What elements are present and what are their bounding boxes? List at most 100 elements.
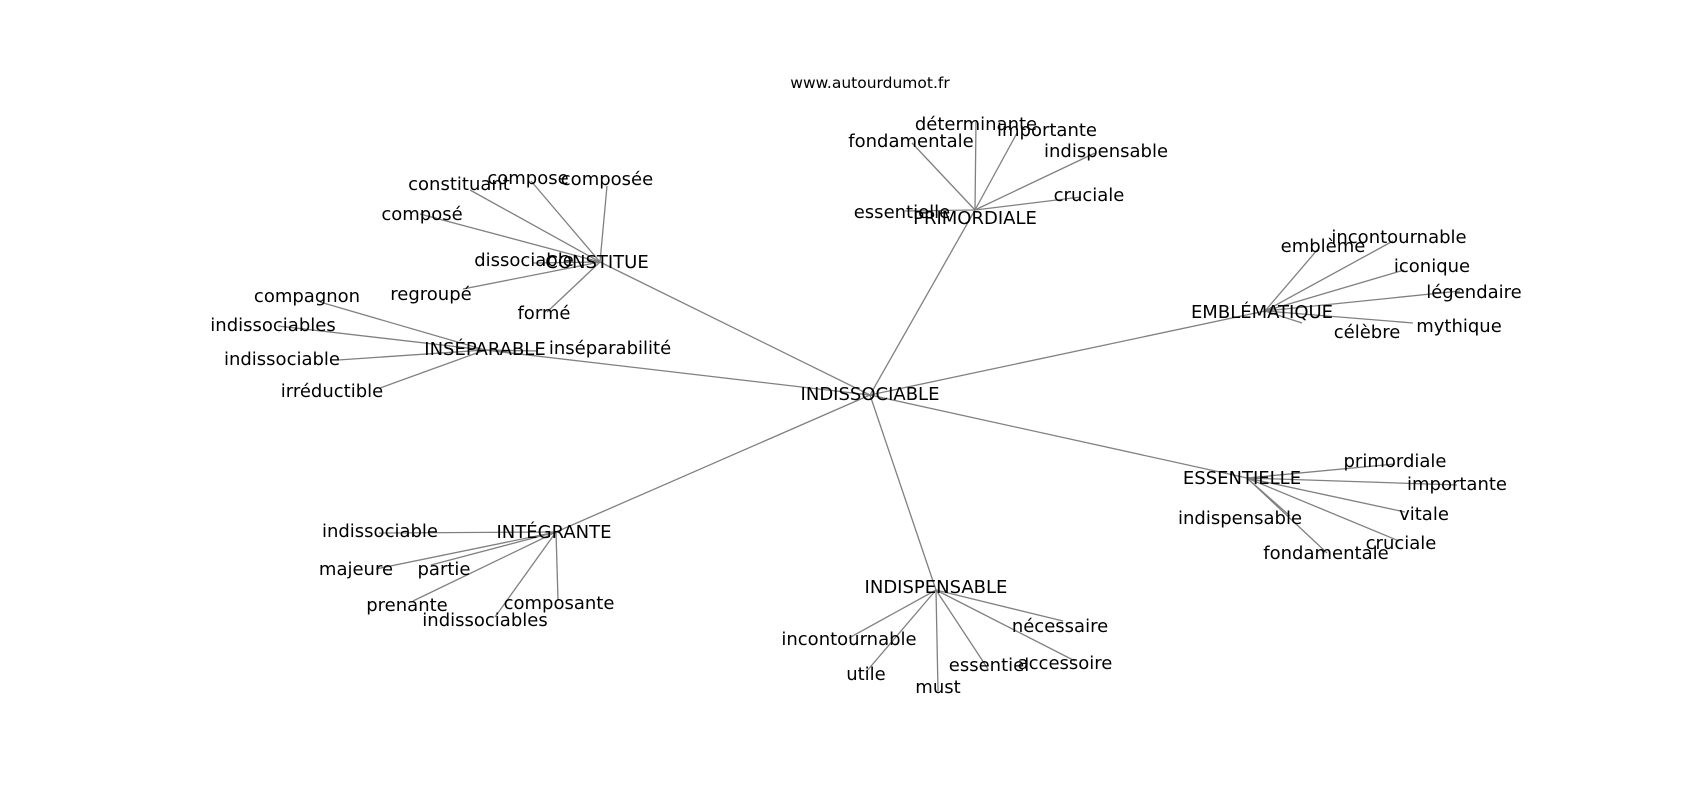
edge-constitue-regroupe (462, 261, 601, 290)
edge-center-constitue (599, 261, 871, 396)
edge-center-inseparable (484, 349, 871, 396)
cluster-node-label-emblematique[interactable]: EMBLÉMATIQUE (1191, 301, 1333, 323)
node-label-integrante-indissociables[interactable]: indissociables (422, 610, 547, 631)
edge-integrante-partie (430, 531, 557, 566)
cluster-node-label-integrante[interactable]: INTÉGRANTE (496, 521, 611, 543)
node-label-inseparable-irreductible[interactable]: irréductible (281, 381, 383, 402)
node-label-indispensable-incontournable[interactable]: incontournable (781, 629, 916, 650)
node-label-indispensable-essentiel[interactable]: essentiel (949, 655, 1029, 676)
node-label-indispensable-must[interactable]: must (915, 677, 960, 698)
node-label-inseparable-indissociables[interactable]: indissociables (210, 315, 335, 336)
edge-primordiale-determinante (974, 121, 977, 211)
edge-essentielle-cruciale (1246, 477, 1400, 542)
edge-integrante-prenante (412, 531, 557, 602)
node-label-constitue-dissociable[interactable]: dissociable (474, 250, 574, 271)
cluster-node-label-primordiale[interactable]: PRIMORDIALE (913, 208, 1037, 229)
edge-primordiale-fondamentale (911, 142, 976, 211)
edge-constitue-composee (599, 185, 608, 263)
edge-inseparable-compagnon (319, 301, 486, 351)
edge-indispensable-essentiel (935, 589, 989, 670)
node-label-essentielle-fondamentale[interactable]: fondamentale (1263, 543, 1388, 564)
node-label-essentielle-indispensable[interactable]: indispensable (1178, 508, 1302, 529)
edge-integrante-indissociables (494, 531, 557, 618)
node-label-primordiale-cruciale[interactable]: cruciale (1054, 185, 1125, 206)
edge-inseparable-indissociables (277, 325, 486, 351)
cluster-node-label-essentielle[interactable]: ESSENTIELLE (1183, 468, 1301, 489)
edge-primordiale-indispensable (974, 152, 1096, 211)
edge-indispensable-utile (865, 589, 937, 673)
labels-layer: www.autourdumot.fr INDISSOCIABLE constit… (210, 74, 1521, 698)
node-label-emblematique-mythique[interactable]: mythique (1416, 316, 1502, 337)
edge-essentielle-importante (1246, 477, 1458, 486)
node-label-primordiale-importante[interactable]: importante (997, 120, 1097, 141)
node-label-essentielle-primordiale[interactable]: primordiale (1344, 451, 1447, 472)
edge-center-emblematique (869, 310, 1266, 396)
edges-layer (277, 121, 1461, 692)
node-label-constitue-compose[interactable]: compose (487, 168, 568, 189)
edge-constitue-compose (419, 213, 601, 263)
node-label-constitue-regroupe[interactable]: regroupé (390, 284, 471, 305)
edge-essentielle-primordiale (1246, 463, 1396, 479)
edge-inseparable-indissociable (337, 349, 486, 361)
edge-primordiale-cruciale (974, 196, 1082, 211)
cluster-node-label-inseparable[interactable]: INSÉPARABLE (424, 338, 545, 360)
node-label-integrante-composante[interactable]: composante (504, 593, 615, 614)
edge-center-essentielle (869, 394, 1248, 479)
node-label-primordiale-essentielle[interactable]: essentielle (854, 202, 951, 223)
node-label-primordiale-fondamentale[interactable]: fondamentale (848, 131, 973, 152)
edge-center-primordiale (869, 209, 976, 396)
edge-emblematique-celebre (1264, 310, 1303, 324)
node-label-constitue-composee[interactable]: composée (561, 169, 653, 190)
edge-constitue-forme (546, 261, 601, 313)
edge-essentielle-fondamentale (1246, 477, 1328, 554)
edge-indispensable-must (935, 589, 939, 692)
edge-emblematique-embleme (1264, 248, 1319, 312)
node-label-inseparable-inseparabilite[interactable]: inséparabilité (549, 338, 671, 359)
node-label-constitue-forme[interactable]: formé (517, 303, 570, 324)
edge-integrante-composante (555, 531, 559, 601)
edge-primordiale-essentielle (904, 209, 976, 212)
node-label-indispensable-accessoire[interactable]: accessoire (1018, 653, 1113, 674)
node-label-inseparable-compagnon[interactable]: compagnon (254, 286, 360, 307)
edge-center-indispensable (869, 394, 937, 591)
edge-emblematique-iconique (1264, 269, 1405, 312)
edge-integrante-majeure (375, 531, 557, 570)
edge-inseparable-irreductible (379, 349, 486, 389)
node-label-essentielle-cruciale[interactable]: cruciale (1366, 533, 1437, 554)
node-label-integrante-majeure[interactable]: majeure (319, 559, 393, 580)
edge-constitue-dissociable (532, 261, 601, 264)
edge-constitue-compose (530, 180, 601, 263)
node-label-emblematique-legendaire[interactable]: légendaire (1426, 282, 1522, 303)
node-label-emblematique-embleme[interactable]: emblème (1281, 236, 1366, 257)
edge-center-integrante (555, 394, 871, 533)
edge-integrante-indissociable (378, 531, 557, 534)
cluster-node-label-constitue[interactable]: CONSTITUE (545, 252, 648, 273)
node-label-essentielle-vitale[interactable]: vitale (1399, 504, 1449, 525)
node-label-primordiale-determinante[interactable]: déterminante (915, 114, 1037, 135)
edge-essentielle-vitale (1246, 477, 1406, 513)
edge-emblematique-legendaire (1264, 290, 1461, 312)
node-label-primordiale-indispensable[interactable]: indispensable (1044, 141, 1168, 162)
center-node-label[interactable]: INDISSOCIABLE (801, 384, 940, 405)
edge-emblematique-mythique (1264, 310, 1414, 324)
node-label-integrante-prenante[interactable]: prenante (366, 595, 447, 616)
edge-inseparable-inseparabilite (484, 349, 539, 352)
edge-constitue-constituant (469, 189, 601, 263)
site-url: www.autourdumot.fr (790, 74, 950, 92)
node-label-indispensable-necessaire[interactable]: nécessaire (1012, 616, 1108, 637)
node-label-emblematique-celebre[interactable]: célèbre (1334, 322, 1401, 343)
node-label-essentielle-importante[interactable]: importante (1407, 474, 1507, 495)
node-label-emblematique-incontournable[interactable]: incontournable (1331, 227, 1466, 248)
node-label-inseparable-indissociable[interactable]: indissociable (224, 349, 340, 370)
node-label-constitue-compose[interactable]: composé (381, 204, 462, 225)
node-label-indispensable-utile[interactable]: utile (846, 664, 886, 685)
edge-emblematique-incontournable (1264, 240, 1394, 312)
edge-indispensable-accessoire (935, 589, 1076, 662)
node-label-integrante-partie[interactable]: partie (418, 559, 471, 580)
edge-primordiale-importante (974, 132, 1018, 211)
node-label-integrante-indissociable[interactable]: indissociable (322, 521, 438, 542)
node-label-constitue-constituant[interactable]: constituant (408, 174, 510, 195)
node-label-emblematique-iconique[interactable]: iconique (1394, 256, 1470, 277)
cluster-node-label-indispensable[interactable]: INDISPENSABLE (865, 577, 1008, 598)
